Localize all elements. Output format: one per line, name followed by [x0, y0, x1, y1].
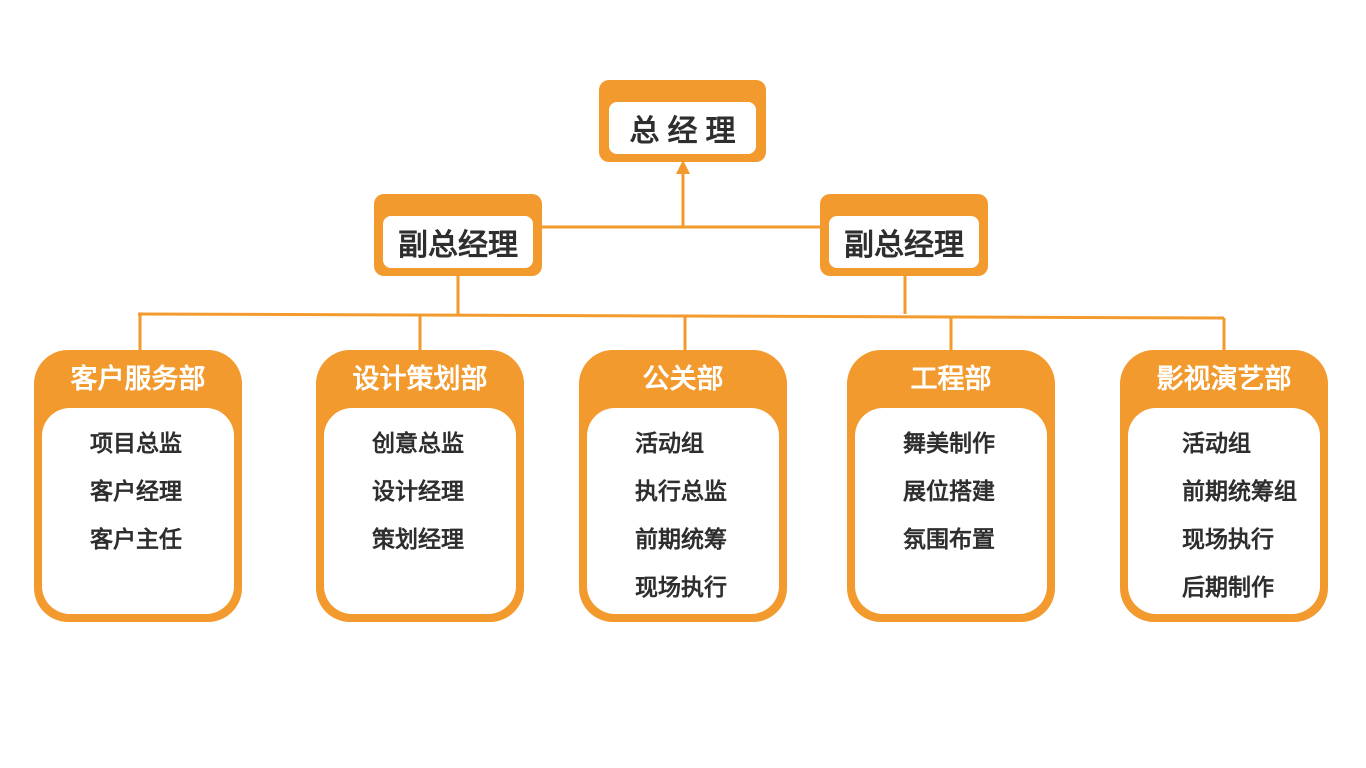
- role-item: 现场执行: [635, 575, 727, 601]
- role-item: 前期统筹组: [1182, 479, 1297, 505]
- department-body: 活动组 执行总监 前期统筹 现场执行: [587, 408, 779, 614]
- role-item: 策划经理: [372, 527, 464, 553]
- department-box-film-performance: 影视演艺部 活动组 前期统筹组 现场执行 后期制作: [1120, 350, 1328, 622]
- department-title: 设计策划部: [352, 364, 488, 395]
- role-item: 客户经理: [90, 479, 182, 505]
- deputy-manager-box-right: 副总经理: [820, 194, 988, 276]
- department-title: 公关部: [642, 364, 724, 395]
- deputy-manager-title: 副总经理: [829, 216, 979, 268]
- department-box-engineering: 工程部 舞美制作 展位搭建 氛围布置: [847, 350, 1055, 622]
- role-item: 客户主任: [90, 527, 182, 553]
- role-item: 舞美制作: [903, 431, 995, 457]
- department-title: 工程部: [910, 364, 992, 395]
- role-list: 活动组 前期统筹组 现场执行 后期制作: [1182, 420, 1297, 612]
- role-item: 创意总监: [372, 431, 464, 457]
- role-item: 设计经理: [372, 479, 464, 505]
- role-list: 创意总监 设计经理 策划经理: [372, 420, 464, 564]
- department-body: 创意总监 设计经理 策划经理: [324, 408, 516, 614]
- role-item: 氛围布置: [903, 527, 995, 553]
- department-title: 影视演艺部: [1156, 364, 1292, 395]
- department-body: 活动组 前期统筹组 现场执行 后期制作: [1128, 408, 1320, 614]
- role-item: 执行总监: [635, 479, 727, 505]
- role-list: 项目总监 客户经理 客户主任: [90, 420, 182, 564]
- role-item: 后期制作: [1182, 575, 1274, 601]
- department-box-public-relations: 公关部 活动组 执行总监 前期统筹 现场执行: [579, 350, 787, 622]
- department-box-design-planning: 设计策划部 创意总监 设计经理 策划经理: [316, 350, 524, 622]
- deputy-manager-box-left: 副总经理: [374, 194, 542, 276]
- general-manager-title: 总经理: [609, 102, 756, 154]
- deputy-manager-title: 副总经理: [383, 216, 533, 268]
- general-manager-box: 总经理: [599, 80, 766, 162]
- role-list: 活动组 执行总监 前期统筹 现场执行: [635, 420, 727, 612]
- role-item: 项目总监: [90, 431, 182, 457]
- role-item: 前期统筹: [635, 527, 727, 553]
- department-body: 项目总监 客户经理 客户主任: [42, 408, 234, 614]
- role-item: 现场执行: [1182, 527, 1274, 553]
- role-item: 活动组: [635, 431, 704, 457]
- department-bar-line: [137, 312, 1225, 320]
- role-item: 活动组: [1182, 431, 1251, 457]
- role-list: 舞美制作 展位搭建 氛围布置: [903, 420, 995, 564]
- arrow-up-icon: [676, 160, 690, 174]
- department-body: 舞美制作 展位搭建 氛围布置: [855, 408, 1047, 614]
- department-title: 客户服务部: [70, 364, 206, 395]
- role-item: 展位搭建: [903, 479, 995, 505]
- department-box-customer-service: 客户服务部 项目总监 客户经理 客户主任: [34, 350, 242, 622]
